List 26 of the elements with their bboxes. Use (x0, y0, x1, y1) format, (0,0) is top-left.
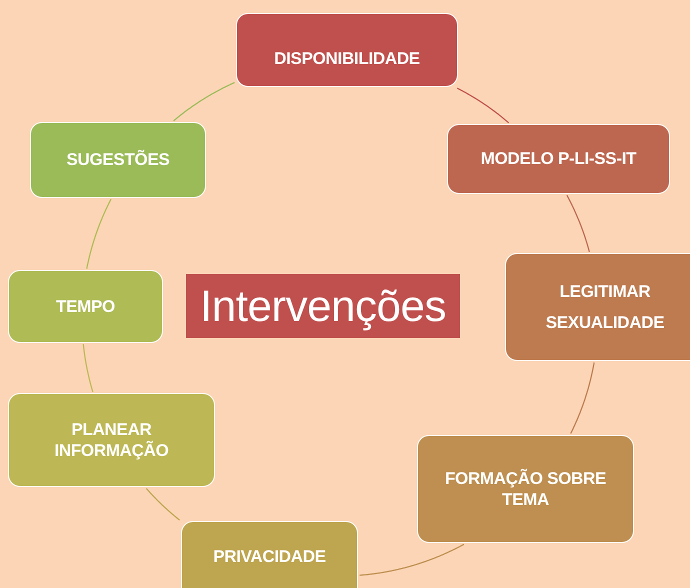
cycle-connector (146, 488, 180, 521)
topic-label: LEGITIMAR SEXUALIDADE (544, 280, 666, 334)
title-text: Intervenções (200, 280, 446, 332)
topic-label: FORMAÇÃO SOBRE TEMA (444, 468, 608, 510)
topic-label: PRIVACIDADE (213, 546, 326, 568)
topic-box (181, 521, 358, 588)
cycle-connector (456, 88, 510, 124)
topic-box (236, 13, 458, 87)
topic-label: DISPONIBILIDADE (274, 48, 420, 70)
topic-label: MODELO P-LI-SS-IT (480, 148, 636, 170)
topic-box (8, 393, 215, 487)
cycle-connector (86, 198, 112, 269)
topic-label: PLANEAR INFORMAÇÃO (53, 418, 170, 462)
topic-label: TEMPO (56, 296, 115, 318)
cycle-connector (82, 344, 94, 392)
topic-box (30, 122, 206, 198)
cycle-connector (570, 362, 595, 434)
topic-box (505, 253, 690, 361)
title-box (186, 274, 460, 338)
cycle-connector (173, 82, 235, 122)
cycle-connector (566, 194, 590, 252)
topic-box (417, 435, 634, 543)
topic-box (8, 270, 163, 343)
topic-box (447, 124, 670, 194)
topic-label: SUGESTÕES (66, 149, 170, 171)
cycle-connector (360, 544, 464, 576)
